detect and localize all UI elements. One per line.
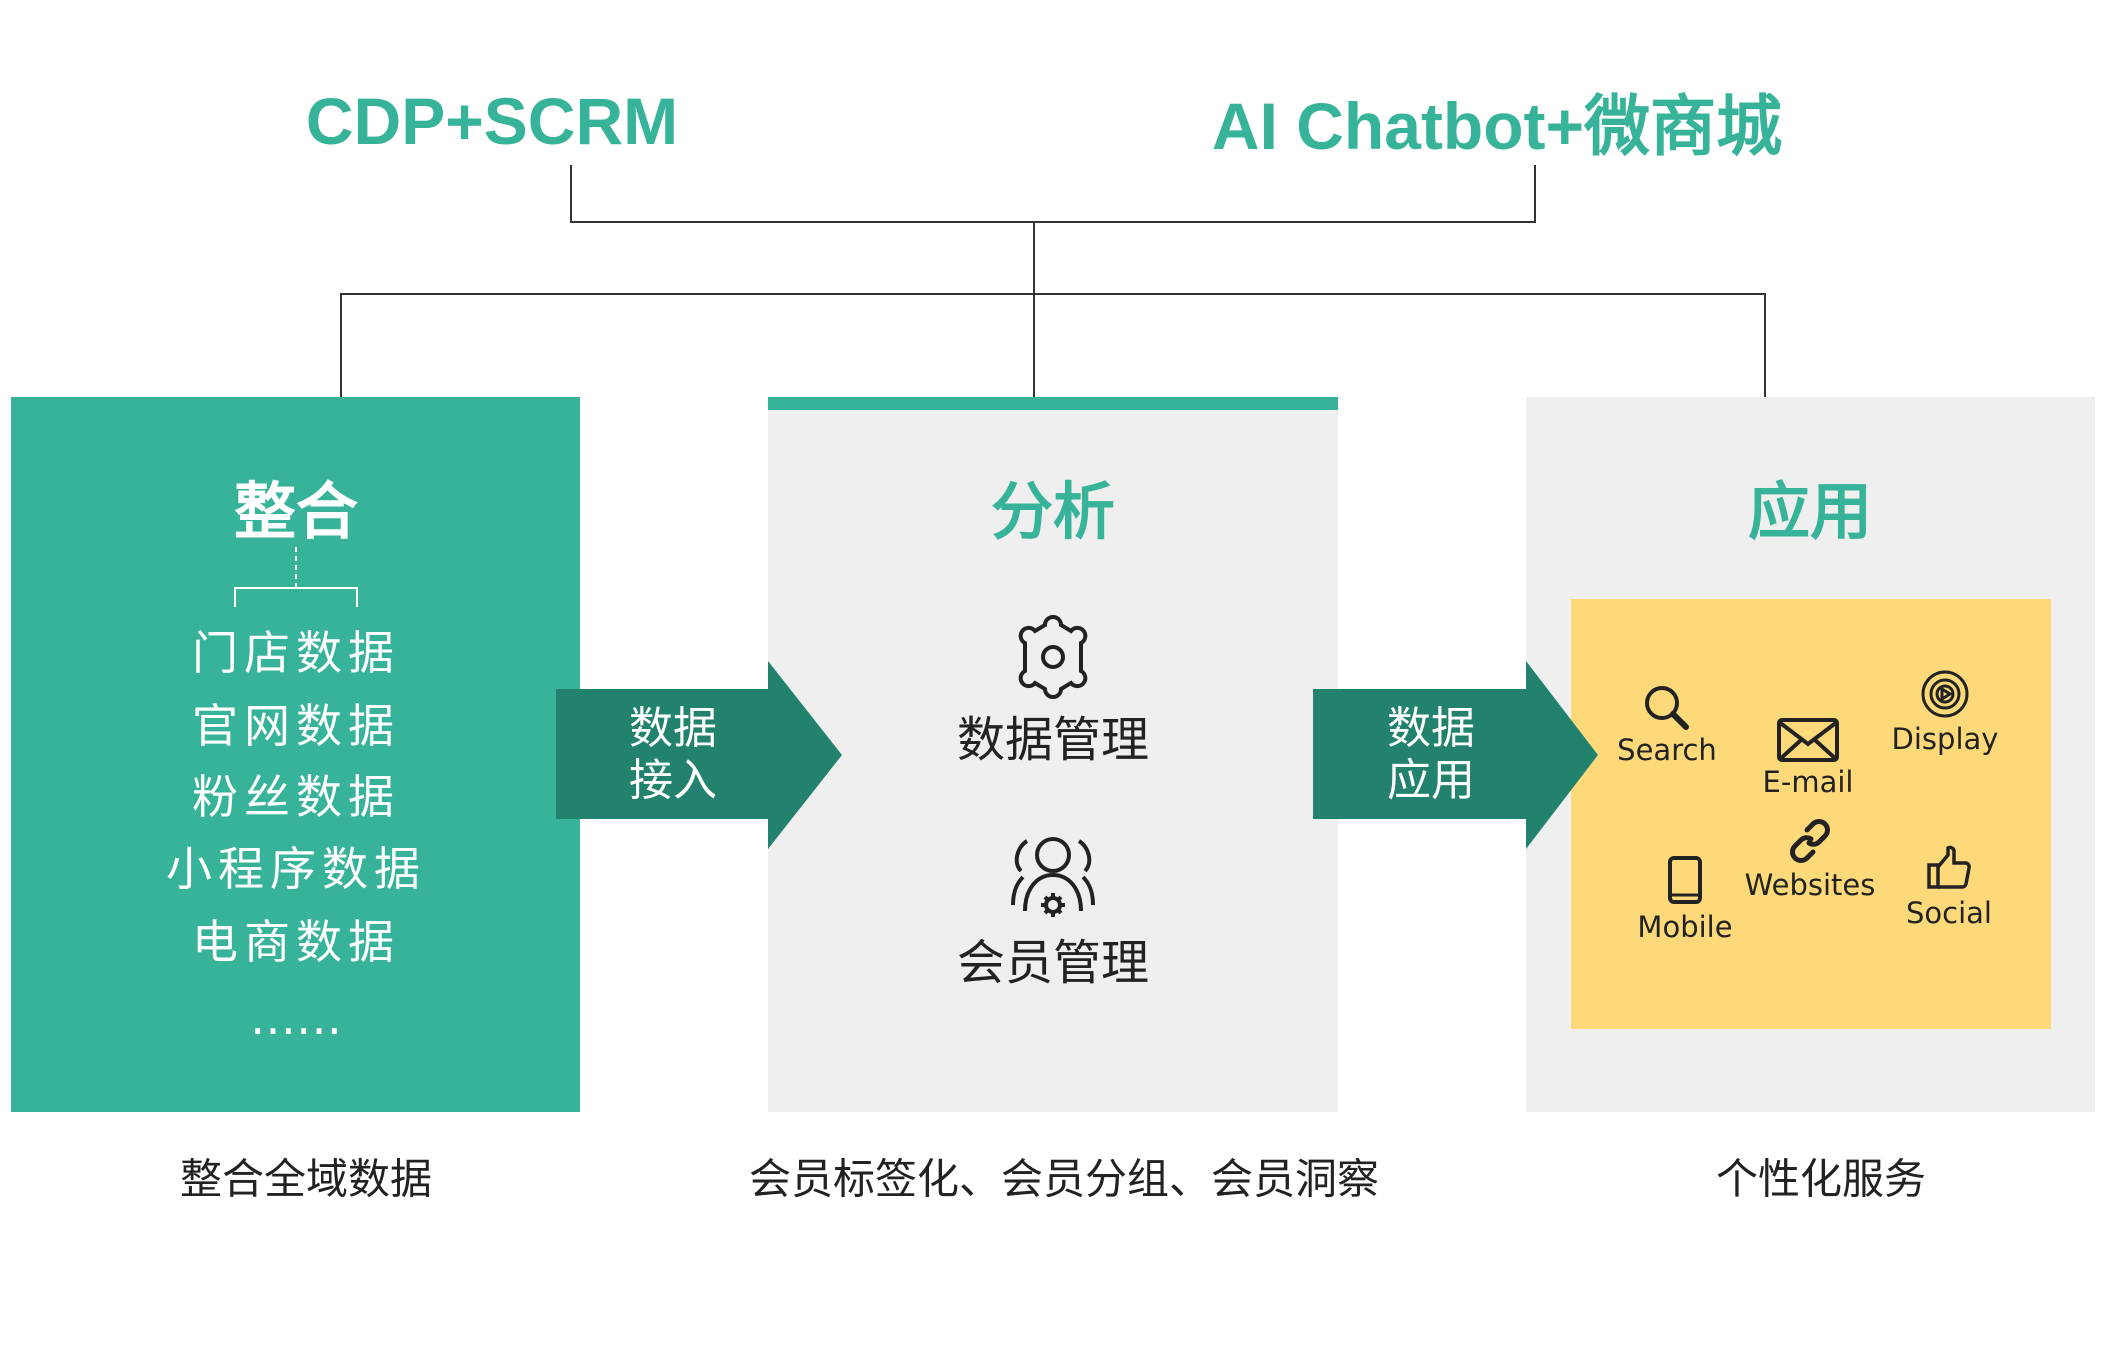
channel-websites-label: Websites [1744,868,1876,902]
data-management-label: 数据管理 [956,712,1150,768]
arrow-label-line: 数据 [1387,703,1475,754]
analysis-panel [768,397,1338,1112]
header-ai-chatbot: AI Chatbot+微商城 [1211,89,1783,163]
gear-icon [1018,615,1088,699]
source-item: 电商数据 [192,915,400,969]
member-management-icon [1011,837,1095,917]
arrow-label-line: 接入 [629,755,717,806]
integration-caption: 整合全域数据 [179,1154,433,1204]
data-apply-label: 数据应用 [1387,703,1475,807]
arrow-label-line: 数据 [629,703,717,754]
header-cdp-scrm: CDP+SCRM [305,84,679,158]
channel-mobile-label: Mobile [1637,910,1733,944]
arrow-label-line: 应用 [1387,755,1475,806]
channel-email-label: E-mail [1762,765,1854,799]
application-caption: 个性化服务 [1715,1154,1927,1204]
link-icon [1790,819,1830,863]
application-title: 应用 [1747,475,1873,548]
source-item: 小程序数据 [166,842,426,896]
channel-display-label: Display [1891,722,1999,756]
connector-lines [340,165,1766,397]
data-ingest-arrow [556,661,842,849]
data-apply-arrow [1313,661,1598,849]
analysis-top-bar [768,397,1338,410]
source-item: 官网数据 [192,699,400,753]
analysis-title: 分析 [990,475,1116,548]
bracket-connector [234,547,358,607]
channel-search-label: Search [1617,733,1717,767]
integration-panel [11,397,580,1112]
integration-title: 整合 [233,475,359,548]
channel-social-label: Social [1906,896,1992,930]
source-item: 门店数据 [192,626,400,680]
channels-panel [1571,599,2051,1029]
search-icon [1645,686,1689,730]
source-item: 粉丝数据 [192,770,400,824]
thumbs-up-icon [1927,845,1971,889]
data-ingest-label: 数据接入 [629,703,717,807]
more-ellipsis: …… [250,991,342,1045]
display-icon [1921,670,1969,718]
analysis-caption: 会员标签化、会员分组、会员洞察 [748,1154,1380,1204]
mobile-icon [1668,856,1702,904]
email-icon [1777,718,1839,762]
member-management-label: 会员管理 [956,935,1150,991]
